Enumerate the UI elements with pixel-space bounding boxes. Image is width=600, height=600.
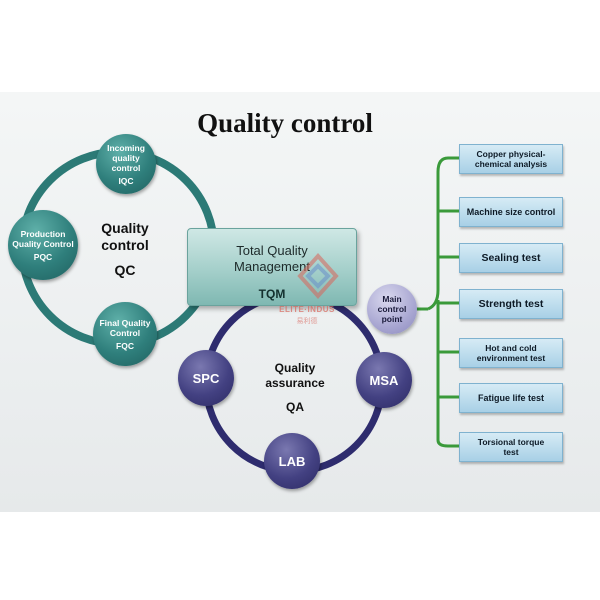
lab-label: LAB (278, 453, 306, 469)
lab-node: LAB (264, 433, 320, 489)
spc-label: SPC (192, 370, 220, 386)
main-control-point: Main control point (367, 284, 417, 334)
pqc-label: Production Quality Control (12, 228, 74, 249)
main-control-point-label: Main control point (377, 294, 407, 324)
tqm-abbr: TQM (258, 287, 286, 301)
pqc-abbr: PQC (33, 251, 53, 262)
test-item-machine-size: Machine size control (459, 197, 563, 227)
test-item-hot-cold: Hot and cold environment test (459, 338, 563, 368)
qa-center-title: Quality assurance QA (253, 361, 337, 415)
page-title: Quality control (197, 108, 373, 138)
test-label: Machine size control (466, 207, 556, 217)
test-bracket (416, 156, 459, 448)
test-label: Copper physical-chemical analysis (474, 149, 548, 169)
watermark-logo (297, 253, 339, 299)
test-label: Strength test (478, 298, 544, 310)
fqc-abbr: FQC (116, 340, 134, 351)
test-label: Sealing test (481, 252, 541, 264)
watermark-cn: 易利德 (296, 318, 318, 325)
qa-center-abbr: QA (286, 400, 304, 414)
fqc-node: Final Quality Control FQC (93, 302, 157, 366)
msa-label: MSA (369, 372, 399, 388)
test-label: Fatigue life test (477, 393, 544, 403)
qc-center-line2: control (101, 237, 149, 253)
bracket-ticks (438, 209, 459, 399)
test-item-fatigue: Fatigue life test (459, 383, 563, 413)
watermark-text: ELITE·INDUS (279, 305, 335, 314)
tqm-line1: Total Quality (236, 243, 308, 258)
iqc-abbr: IQC (118, 175, 134, 186)
tqm-line2: Management (234, 259, 310, 274)
test-item-copper-analysis: Copper physical-chemical analysis (459, 144, 563, 174)
test-item-strength: Strength test (459, 289, 563, 319)
msa-node: MSA (356, 352, 412, 408)
qa-center-line1: Quality (274, 361, 316, 375)
spc-node: SPC (178, 350, 234, 406)
qc-center-abbr: QC (114, 262, 136, 278)
test-item-torsional: Torsional torque test (459, 432, 563, 462)
test-label: Hot and cold environment test (476, 343, 546, 363)
pqc-node: Production Quality Control PQC (8, 210, 78, 280)
qa-center-line2: assurance (265, 376, 325, 390)
qc-center-line1: Quality (101, 220, 149, 236)
iqc-node: Incoming quality control IQC (96, 134, 156, 194)
qc-center-title: Quality control QC (90, 220, 160, 279)
test-label: Torsional torque test (477, 437, 545, 457)
test-item-sealing: Sealing test (459, 243, 563, 273)
fqc-label: Final Quality Control (99, 317, 151, 338)
iqc-label: Incoming quality control (107, 142, 145, 173)
